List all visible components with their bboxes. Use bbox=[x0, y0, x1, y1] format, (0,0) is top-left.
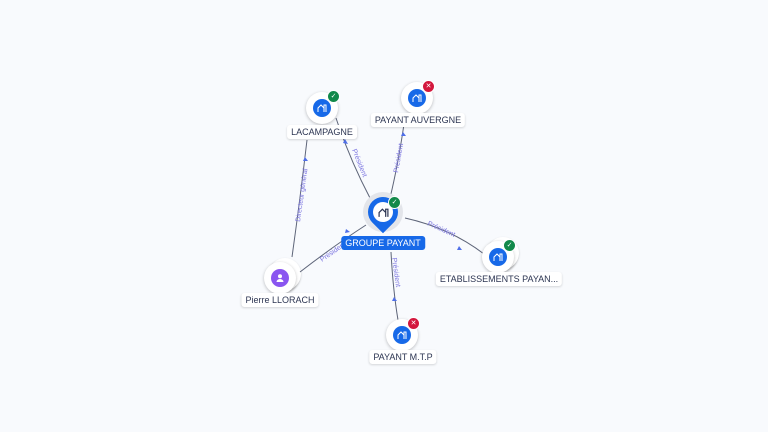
edge-label: Président bbox=[393, 143, 405, 173]
node-label-pierre-llorach[interactable]: Pierre LLORACH bbox=[241, 293, 319, 307]
edge-center-mtp: Président bbox=[390, 251, 401, 321]
edge-pierre-lacampagne: Directeur général bbox=[291, 139, 310, 258]
node-label-etablissements-payant[interactable]: ETABLISSEMENTS PAYAN... bbox=[435, 272, 563, 286]
center-node-label[interactable]: GROUPE PAYANT bbox=[341, 236, 425, 250]
node-label-payant-auvergne[interactable]: PAYANT AUVERGNE bbox=[370, 113, 466, 127]
node-lacampagne[interactable]: ✓ bbox=[306, 90, 340, 124]
check-icon: ✓ bbox=[503, 239, 516, 252]
building-icon bbox=[373, 202, 393, 222]
node-label-payant-mtp[interactable]: PAYANT M.T.P bbox=[369, 350, 437, 364]
building-icon bbox=[489, 248, 507, 266]
building-icon bbox=[393, 326, 411, 344]
building-icon bbox=[313, 99, 331, 117]
node-etablissements-payant[interactable]: ✓ bbox=[482, 237, 519, 273]
check-icon: ✓ bbox=[388, 196, 401, 209]
edge-center-auvergne: Président bbox=[389, 123, 406, 199]
edge-label: Président bbox=[390, 257, 401, 287]
building-icon bbox=[408, 89, 426, 107]
node-pierre-llorach[interactable] bbox=[264, 258, 301, 294]
node-label-lacampagne[interactable]: LACAMPAGNE bbox=[287, 125, 357, 139]
edge-label: Président bbox=[426, 220, 456, 238]
node-payant-mtp[interactable]: ✕ bbox=[386, 317, 420, 351]
close-icon: ✕ bbox=[407, 317, 420, 330]
edge-label: Directeur général bbox=[295, 168, 309, 223]
center-node-groupe-payant[interactable] bbox=[361, 190, 405, 234]
close-icon: ✕ bbox=[422, 80, 435, 93]
person-icon bbox=[271, 269, 289, 287]
check-icon: ✓ bbox=[327, 90, 340, 103]
node-payant-auvergne[interactable]: ✕ bbox=[401, 80, 435, 114]
